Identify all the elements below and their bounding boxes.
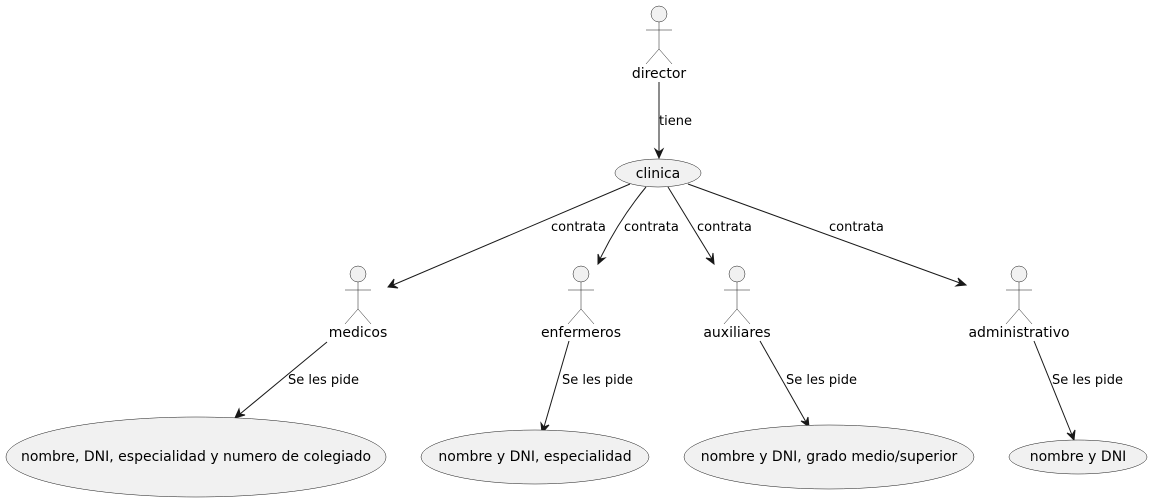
actor-name: enfermeros	[541, 325, 621, 341]
edge-administrativo-usecase	[1033, 340, 1076, 442]
edge-label-contrata-auxiliares: contrata	[697, 220, 752, 235]
actor-medicos[interactable]: medicos	[329, 265, 388, 341]
actor-auxiliares[interactable]: auxiliares	[703, 265, 771, 341]
usecase-label: clinica	[636, 166, 681, 182]
actor-director[interactable]: director	[632, 5, 687, 82]
usecase-label: nombre y DNI	[1030, 449, 1127, 465]
edge-clinica-enfermeros	[597, 186, 647, 266]
edge-label-contrata-enfermeros: contrata	[624, 220, 679, 235]
edge-label-contrata-medicos: contrata	[551, 220, 606, 235]
actor-name: medicos	[329, 325, 388, 341]
usecase-label: nombre y DNI, especialidad	[438, 449, 631, 465]
stick-figure-icon	[344, 265, 372, 325]
actor-name: director	[632, 66, 687, 82]
stick-figure-icon	[1005, 265, 1033, 325]
usecase-clinica[interactable]: clinica	[614, 158, 702, 188]
actor-name: auxiliares	[703, 325, 770, 341]
edge-label-pide-medicos: Se les pide	[288, 373, 359, 388]
edge-clinica-auxiliares	[667, 186, 715, 266]
edge-clinica-medicos	[387, 183, 631, 289]
edge-label-pide-administrativo: Se les pide	[1052, 373, 1123, 388]
usecase-administrativo-requirements[interactable]: nombre y DNI	[1008, 439, 1148, 475]
edge-auxiliares-usecase	[759, 340, 810, 429]
edge-label-tiene: tiene	[659, 114, 692, 129]
usecase-label: nombre y DNI, grado medio/superior	[701, 449, 958, 465]
edge-medicos-usecase	[234, 341, 328, 419]
edge-label-pide-auxiliares: Se les pide	[786, 373, 857, 388]
actor-name: administrativo	[968, 325, 1069, 341]
edge-label-contrata-administrativo: contrata	[829, 220, 884, 235]
usecase-auxiliares-requirements[interactable]: nombre y DNI, grado medio/superior	[683, 424, 975, 490]
actor-administrativo[interactable]: administrativo	[968, 265, 1070, 341]
edge-clinica-administrativo	[687, 183, 968, 287]
stick-figure-icon	[567, 265, 595, 325]
usecase-medicos-requirements[interactable]: nombre, DNI, especialidad y numero de co…	[5, 416, 387, 498]
stick-figure-icon	[645, 5, 673, 65]
actor-enfermeros[interactable]: enfermeros	[541, 265, 621, 341]
stick-figure-icon	[723, 265, 751, 325]
edge-label-pide-enfermeros: Se les pide	[562, 373, 633, 388]
edge-director-clinica	[653, 82, 665, 160]
usecase-enfermeros-requirements[interactable]: nombre y DNI, especialidad	[420, 429, 650, 485]
usecase-label: nombre, DNI, especialidad y numero de co…	[21, 449, 371, 465]
